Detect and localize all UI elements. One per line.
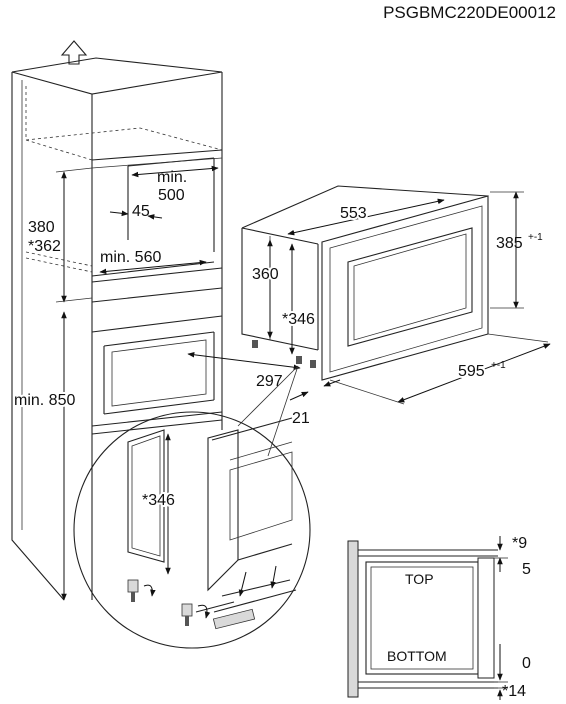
detail-circle: *346 xyxy=(73,411,311,649)
label-45: 45 xyxy=(132,203,150,220)
cabinet-outline xyxy=(11,57,223,601)
detail-callout xyxy=(237,365,299,457)
arrow-up-icon xyxy=(60,40,88,65)
label-min: min. xyxy=(157,169,187,186)
label-595-tol: +-1 xyxy=(491,360,506,371)
label-385: 385 xyxy=(496,235,523,252)
label-380: 380 xyxy=(28,219,55,236)
label-spacer-9: *9 xyxy=(512,535,527,552)
label-min-560: min. 560 xyxy=(100,249,161,266)
down-arrow-icon xyxy=(238,565,277,597)
figure-id: PSGBMC220DE00012 xyxy=(383,3,556,22)
label-346: *346 xyxy=(282,311,315,328)
appliance-dimensions: 553 360 *346 385 +-1 595 +-1 21 xyxy=(250,191,551,427)
label-min-850: min. 850 xyxy=(14,392,75,409)
label-top: TOP xyxy=(405,571,434,587)
label-360: 360 xyxy=(252,266,279,283)
rotate-arrow-icon xyxy=(143,584,211,619)
label-297: 297 xyxy=(256,373,283,390)
label-bottom: BOTTOM xyxy=(387,648,447,664)
label-553: 553 xyxy=(340,205,367,222)
label-gap-5: 5 xyxy=(522,561,531,578)
label-detail-346: *346 xyxy=(142,492,175,509)
label-spacer-14: *14 xyxy=(502,683,526,700)
spacer-detail: TOP BOTTOM *9 5 0 *14 xyxy=(347,535,531,700)
label-21: 21 xyxy=(292,410,310,427)
cabinet-dimensions: min. 500 500 45 380 *362 min. 560 min. 8… xyxy=(12,165,301,601)
label-385-tol: +-1 xyxy=(528,232,543,243)
label-362: *362 xyxy=(28,238,61,255)
label-gap-0: 0 xyxy=(522,655,531,672)
label-500: 500 xyxy=(158,187,185,204)
screw-icon xyxy=(127,579,193,626)
label-595: 595 xyxy=(458,363,485,380)
